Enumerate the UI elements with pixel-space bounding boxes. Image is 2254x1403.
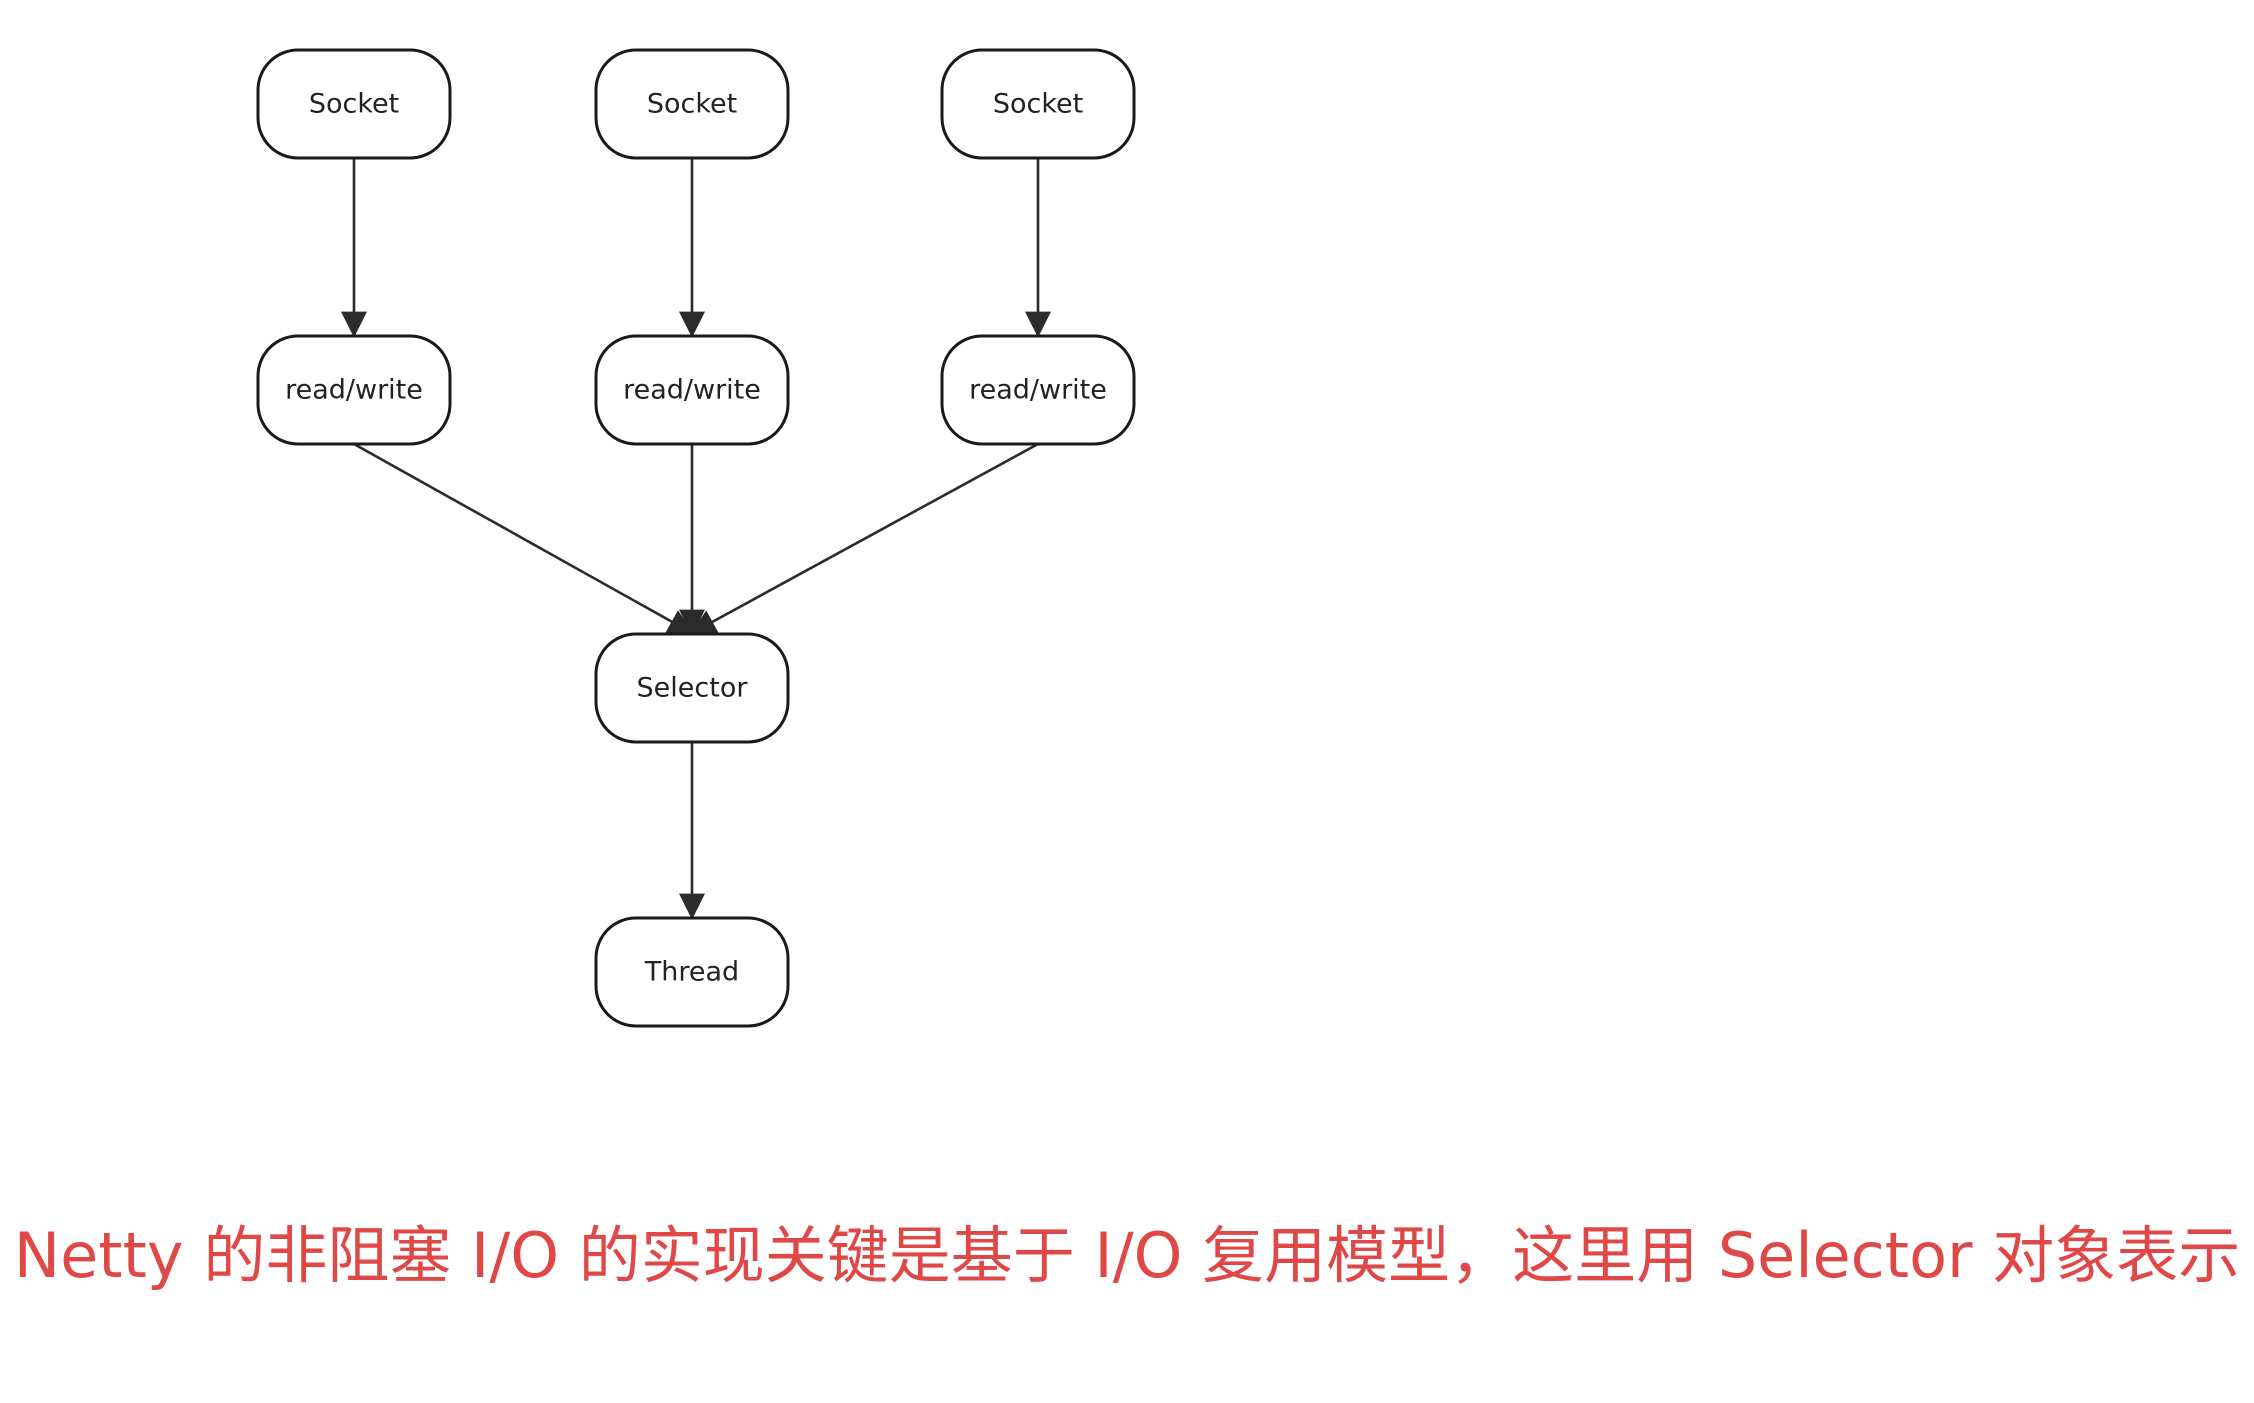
node-rw-2-box	[594, 334, 790, 446]
node-selector-box	[594, 632, 790, 744]
node-socket-3-box	[940, 48, 1136, 160]
node-rw-2-label: read/write	[623, 375, 761, 406]
node-thread-label: Thread	[644, 957, 739, 988]
node-selector-label: Selector	[637, 673, 749, 704]
edge-rw-3-to-selector	[689, 442, 1039, 635]
edge-rw-1-to-selector	[353, 442, 695, 635]
node-thread-box	[594, 916, 790, 1028]
node-socket-2-box	[594, 48, 790, 160]
node-socket-1-label: Socket	[309, 89, 399, 120]
node-socket-1: Socket	[256, 48, 452, 160]
node-thread: Thread	[594, 916, 790, 1028]
diagram-caption: Netty 的非阻塞 I/O 的实现关键是基于 I/O 复用模型，这里用 Sel…	[13, 1219, 2241, 1292]
edges-layer	[341, 158, 1051, 920]
node-socket-2: Socket	[594, 48, 790, 160]
node-rw-1: read/write	[256, 334, 452, 446]
node-socket-1-box	[256, 48, 452, 160]
node-socket-3: Socket	[940, 48, 1136, 160]
node-rw-3-box	[940, 334, 1136, 446]
node-rw-3-label: read/write	[969, 375, 1107, 406]
node-rw-2: read/write	[594, 334, 790, 446]
node-socket-2-label: Socket	[647, 89, 737, 120]
node-rw-1-label: read/write	[285, 375, 423, 406]
node-selector: Selector	[594, 632, 790, 744]
nodes-layer: Socket Socket Socket read/write read/wri…	[256, 48, 1136, 1028]
node-rw-3: read/write	[940, 334, 1136, 446]
node-rw-1-box	[256, 334, 452, 446]
node-socket-3-label: Socket	[993, 89, 1083, 120]
